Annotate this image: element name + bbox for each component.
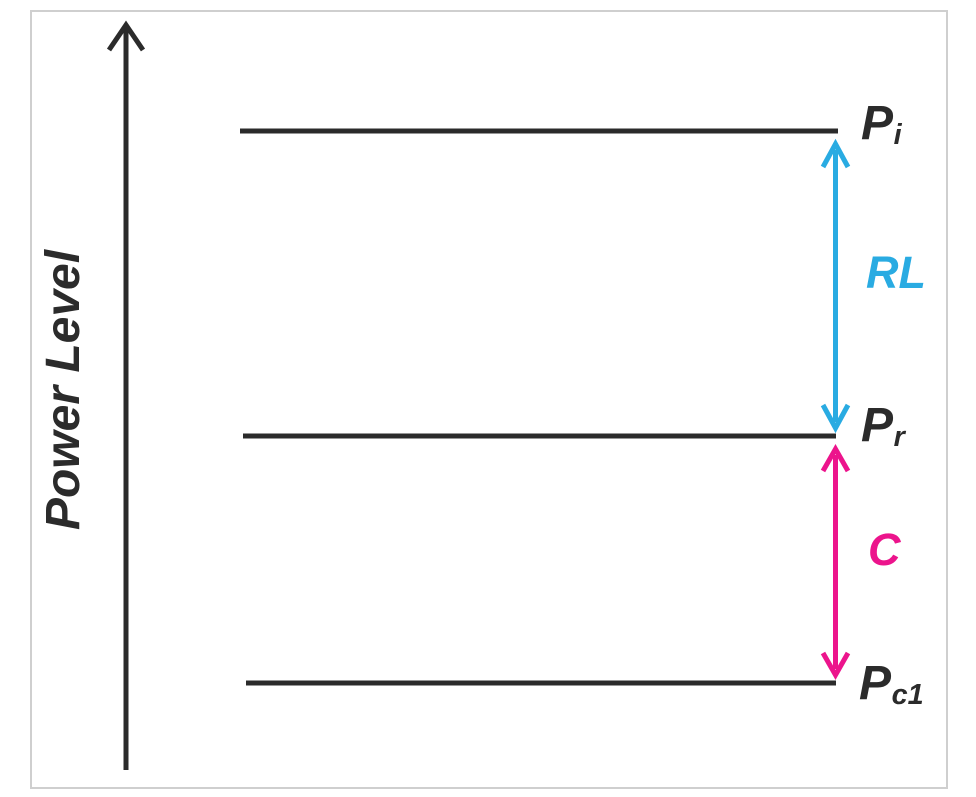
c-arrowhead-down (820, 651, 851, 681)
level-label-pi-sub: i (893, 119, 902, 152)
level-label-pc1-sub: c1 (891, 679, 924, 712)
rl-arrowhead-up (820, 138, 851, 169)
level-label-pi: Pi (861, 97, 902, 152)
c-double-arrow-icon (820, 443, 851, 681)
level-label-pc1: Pc1 (859, 657, 924, 712)
span-label-rl: RL (866, 247, 926, 298)
rl-arrowhead-down (820, 403, 851, 434)
level-label-pr: Pr (861, 399, 905, 454)
frame-border (30, 10, 948, 789)
level-label-pc1-base: P (859, 657, 892, 710)
rl-double-arrow-icon (820, 138, 851, 434)
axis-arrowhead-icon (106, 20, 146, 52)
level-label-pi-base: P (861, 97, 894, 150)
span-label-c: C (868, 524, 901, 575)
axis-label-power-level: Power Level (37, 249, 90, 531)
level-label-pr-base: P (861, 399, 894, 452)
level-label-pr-sub: r (893, 421, 905, 454)
c-arrowhead-up (820, 443, 851, 473)
power-level-axis (106, 20, 146, 770)
